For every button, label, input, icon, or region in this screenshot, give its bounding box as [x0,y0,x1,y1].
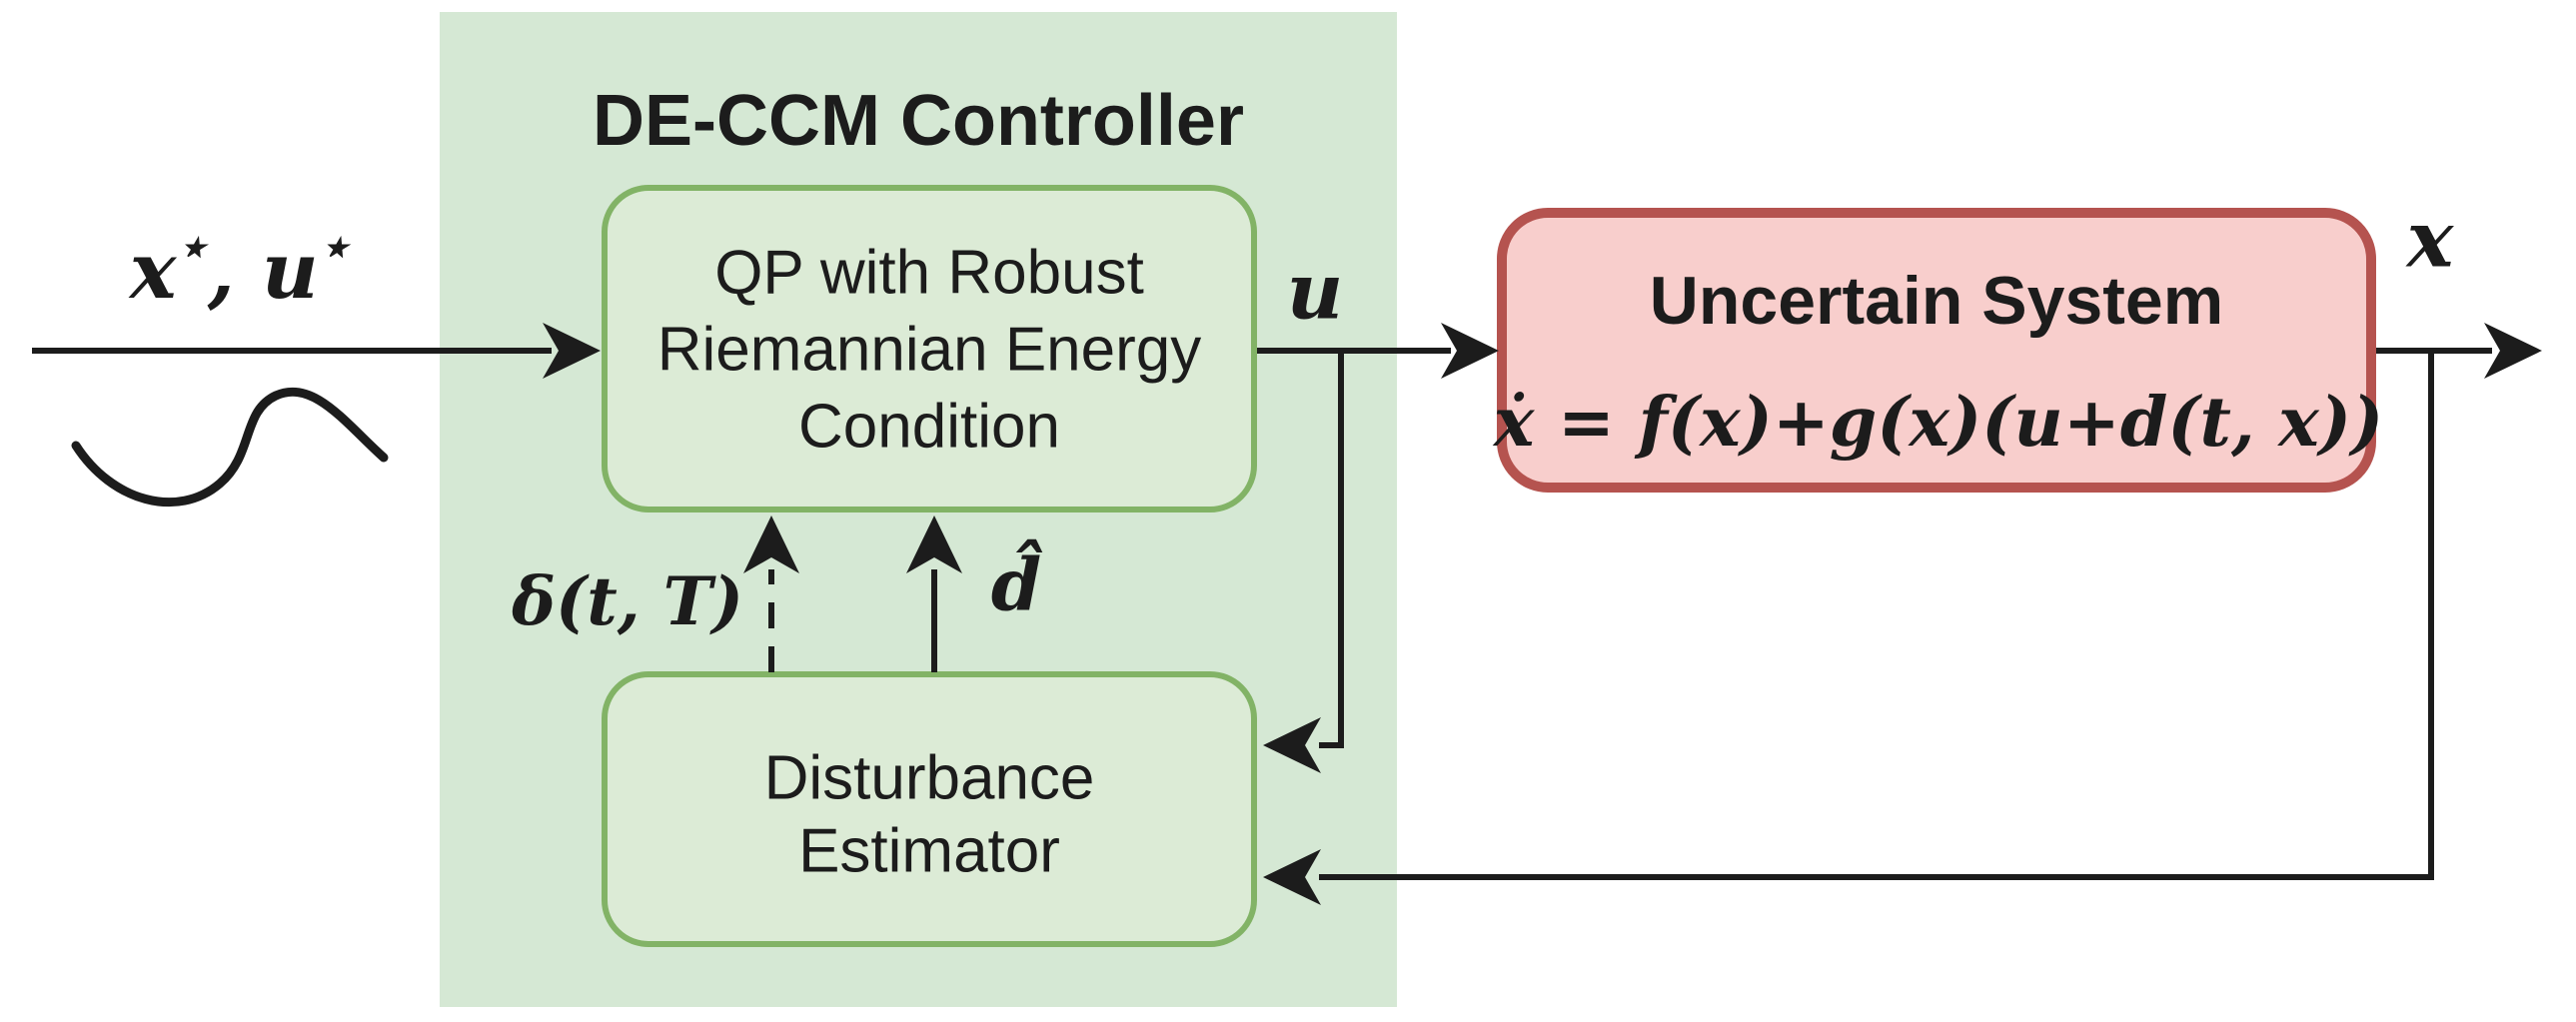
disturbance-estimator-block [602,671,1257,947]
control-branch-arrowhead [1263,717,1321,773]
estimator-label-line2: Estimator [798,817,1060,886]
estimator-label-line1: Disturbance [764,744,1095,813]
state-feedback-line [1319,351,2434,880]
reference-trajectory-squiggle [71,387,389,508]
uncertain-system-block [1497,208,2376,493]
reference-label-base1: x [128,226,178,317]
control-signal-arrowhead [1441,323,1499,379]
state-output-arrowhead [2484,323,2542,379]
disturbance-estimate-label: d̂ [991,537,1043,626]
panel-title: DE-CCM Controller [593,81,1244,161]
qp-block [602,185,1257,512]
reference-label-sup2: ⋆ [319,217,352,276]
reference-label-sup1: ⋆ [176,217,209,276]
state-output-label: x [2405,195,2455,286]
uncertain-system-equation: ẋ = f(x)+g(x)(u+d(t, x)) [1492,383,2383,463]
reference-label: x⋆, u⋆ [128,217,352,317]
uncertain-system-title: Uncertain System [1650,263,2223,339]
qp-block-label-line3: Condition [798,393,1060,462]
control-signal-label: u [1287,247,1344,338]
reference-input-arrowhead [543,323,601,379]
prediction-bound-arrowhead [743,515,799,573]
control-branch-line [1319,351,1344,748]
qp-block-label-line2: Riemannian Energy [657,316,1202,385]
reference-label-base2: , u [207,226,319,317]
state-feedback-arrowhead [1263,849,1321,905]
qp-block-label-line1: QP with Robust [714,239,1144,308]
prediction-bound-label: δ(t, T) [511,562,743,640]
disturbance-estimate-arrowhead [906,515,962,573]
